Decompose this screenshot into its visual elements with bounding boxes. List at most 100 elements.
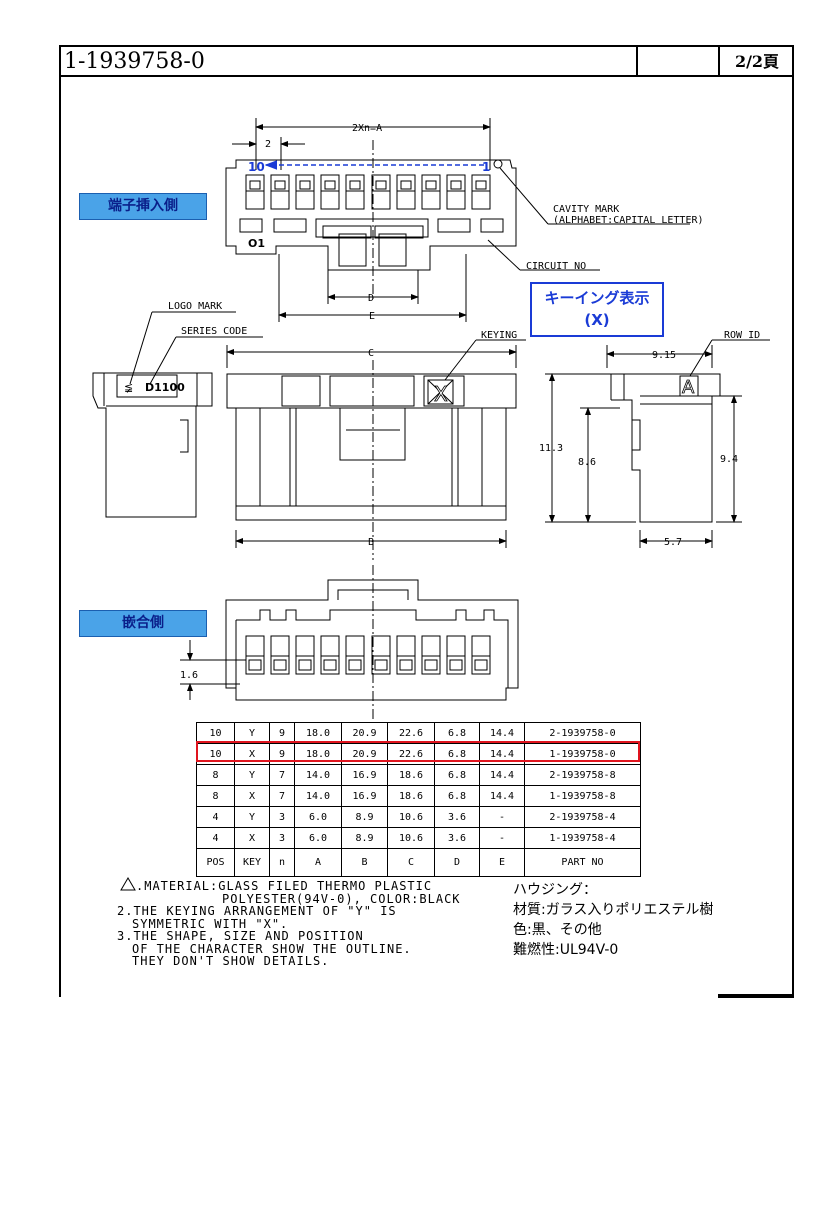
table-header-cell: KEY — [234, 848, 270, 877]
table-cell: X — [234, 785, 270, 807]
table-row: 4 X 3 6.0 8.9 10.6 3.6 - 1-1939758-4 — [196, 827, 641, 849]
table-cell: - — [479, 806, 525, 828]
logo-mark-icon: ≨ — [124, 381, 133, 394]
cavity-mark-sublabel: (ALPHABET:CAPITAL LETTER) — [553, 215, 704, 226]
table-cell: 6.0 — [294, 806, 342, 828]
table-row: 10 X 9 18.0 20.9 22.6 6.8 14.4 1-1939758… — [196, 743, 641, 765]
table-cell: Y — [234, 764, 270, 786]
table-header-cell: C — [387, 848, 435, 877]
note-2-line-2: SYMMETRIC WITH "X". — [132, 916, 289, 931]
dim-d-label: D — [368, 293, 374, 304]
table-row: 4 Y 3 6.0 8.9 10.6 3.6 - 2-1939758-4 — [196, 806, 641, 828]
title-block — [59, 45, 794, 77]
table-cell: 16.9 — [341, 764, 388, 786]
dim-height-11-3: 11.3 — [539, 443, 563, 454]
table-cell: 18.6 — [387, 785, 435, 807]
frame-border-bottom — [718, 994, 794, 998]
table-cell: 8.9 — [341, 827, 388, 849]
note-3-line-1: 3.THE SHAPE, SIZE AND POSITION — [117, 929, 364, 943]
mating-side-tag: 嵌合側 — [79, 610, 207, 637]
table-header-cell: PART NO — [524, 848, 641, 877]
note-1-line-1: .MATERIAL:GLASS FILED THERMO PLASTIC — [136, 879, 433, 893]
dim-e-label: E — [369, 311, 375, 322]
table-header-cell: POS — [196, 848, 235, 877]
front-view — [226, 339, 526, 560]
table-cell: 16.9 — [341, 785, 388, 807]
table-cell: 8 — [196, 785, 235, 807]
jp-flammability: 難燃性:UL94V-0 — [513, 942, 619, 958]
highlighted-row-outline — [196, 741, 640, 762]
keying-indicator-box: キーイング表示 (X) — [530, 282, 664, 337]
table-header-cell: A — [294, 848, 342, 877]
note-2-line-1: 2.THE KEYING ARRANGEMENT OF "Y" IS — [117, 904, 397, 918]
dim-width-9-15: 9.15 — [652, 350, 676, 361]
dim-b-label: B — [368, 537, 374, 548]
jp-material: 材質:ガラス入りポリエステル樹 — [513, 902, 714, 918]
circuit-no-label: CIRCUIT NO — [526, 261, 586, 272]
japanese-notes: ハウジング： 材質:ガラス入りポリエステル樹 色:黒、その他 難燃性:UL94V… — [513, 880, 713, 960]
note-3-line-3: THEY DON'T SHOW DETAILS. — [132, 954, 330, 968]
dim-width-5-7: 5.7 — [664, 537, 682, 548]
row-id-mark: A — [682, 377, 695, 398]
table-cell: 7 — [269, 785, 295, 807]
warning-triangle-icon — [120, 877, 136, 891]
table-cell: - — [479, 827, 525, 849]
cavity-last-number: 1 — [482, 160, 490, 174]
table-cell: 2-1939758-8 — [524, 764, 641, 786]
mating-side-view — [180, 565, 519, 720]
page-indicator: 2/2頁 — [734, 52, 780, 71]
title-divider — [718, 45, 720, 77]
pin-row — [245, 635, 491, 675]
table-cell: 8.9 — [341, 806, 388, 828]
table-cell: 6.0 — [294, 827, 342, 849]
keying-label: KEYING — [481, 330, 517, 341]
table-cell: 14.0 — [294, 764, 342, 786]
series-code-stamp: D1100 — [145, 381, 185, 394]
cavity-first-number: 10 — [248, 160, 265, 174]
jp-housing: ハウジング： — [513, 882, 597, 898]
frame-border-right — [792, 75, 794, 997]
table-cell: 3 — [269, 827, 295, 849]
jp-color: 色:黒、その他 — [513, 922, 602, 938]
cavity-row — [245, 174, 491, 210]
table-cell: 6.8 — [434, 785, 480, 807]
cavity-mark-label: CAVITY MARK — [553, 204, 619, 215]
table-cell: 4 — [196, 806, 235, 828]
table-header-cell: D — [434, 848, 480, 877]
title-divider — [636, 45, 638, 77]
dim-height-9-4: 9.4 — [720, 454, 738, 465]
insertion-side-tag: 端子挿入側 — [79, 193, 207, 220]
table-cell: 3 — [269, 806, 295, 828]
table-cell: Y — [234, 806, 270, 828]
table-cell: 10.6 — [387, 806, 435, 828]
table-cell: 14.4 — [479, 764, 525, 786]
table-cell: 2-1939758-4 — [524, 806, 641, 828]
note-1-line-2: POLYESTER(94V-0), COLOR:BLACK — [222, 891, 461, 906]
table-cell: 4 — [196, 827, 235, 849]
keying-indicator-label: キーイング表示 — [544, 289, 650, 307]
dim-c-label: C — [368, 348, 374, 359]
table-row: 8 Y 7 14.0 16.9 18.6 6.8 14.4 2-1939758-… — [196, 764, 641, 786]
left-side-view — [92, 311, 263, 518]
table-header-cell: n — [269, 848, 295, 877]
table-cell: 14.0 — [294, 785, 342, 807]
keying-indicator-value: (X) — [584, 311, 610, 329]
table-cell: 1-1939758-4 — [524, 827, 641, 849]
dim-height-8-6: 8.6 — [578, 457, 596, 468]
table-cell: 10.6 — [387, 827, 435, 849]
table-cell: 8 — [196, 764, 235, 786]
table-cell: X — [234, 827, 270, 849]
table-cell: 6.8 — [434, 764, 480, 786]
table-header-row: POS KEY n A B C D E PART NO — [196, 848, 641, 877]
dimension-table: 10 Y 9 18.0 20.9 22.6 6.8 14.4 2-1939758… — [196, 722, 641, 877]
note-3-line-2: OF THE CHARACTER SHOW THE OUTLINE. — [132, 941, 412, 956]
dim-a-label: 2Xn=A — [352, 123, 382, 134]
series-code-label: SERIES CODE — [181, 326, 247, 337]
row-id-label: ROW ID — [724, 330, 760, 341]
table-cell: 1-1939758-8 — [524, 785, 641, 807]
table-header-cell: B — [341, 848, 388, 877]
table-row: 8 X 7 14.0 16.9 18.6 6.8 14.4 1-1939758-… — [196, 785, 641, 807]
right-side-view — [545, 339, 770, 548]
